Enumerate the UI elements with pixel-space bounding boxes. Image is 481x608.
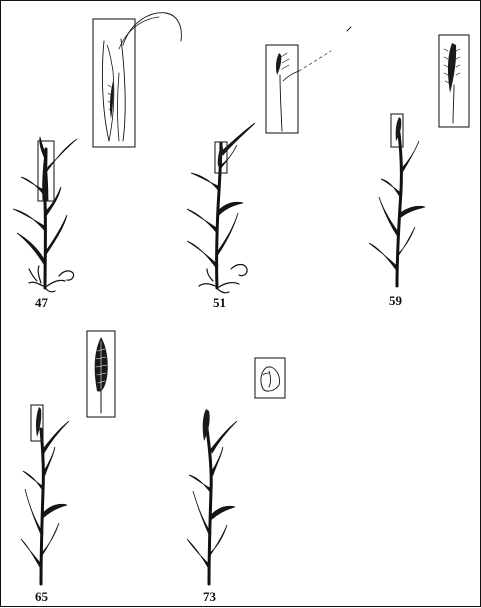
stage-label-47: 47 <box>35 295 48 310</box>
stage-label-73: 73 <box>203 589 216 604</box>
stage-label-65: 65 <box>35 589 48 604</box>
stage-label-51: 51 <box>213 295 226 310</box>
stage-label-59: 59 <box>389 293 402 308</box>
